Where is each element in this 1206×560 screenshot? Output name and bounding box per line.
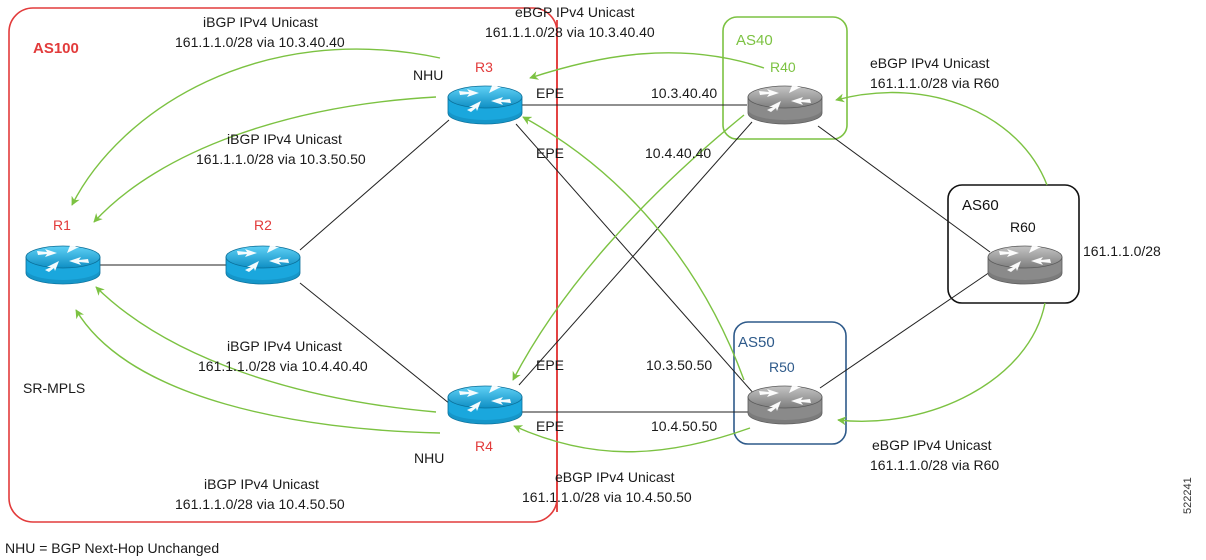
arrow-ebgp-r60-r50 bbox=[837, 302, 1046, 426]
router-r40 bbox=[747, 82, 823, 125]
router-r60-label: R60 bbox=[1010, 219, 1036, 235]
router-icon bbox=[447, 82, 523, 125]
router-r2-label: R2 bbox=[254, 217, 272, 233]
arrow-ibgp-r3-r1-outer bbox=[71, 48, 441, 206]
epe-r3-r50-label: EPE bbox=[536, 145, 564, 161]
link-r3-r50 bbox=[515, 123, 756, 396]
as40-boundary bbox=[722, 16, 848, 140]
legend-nhu: NHU = BGP Next-Hop Unchanged bbox=[5, 540, 219, 556]
svg-text:iBGP IPv4 Unicast: iBGP IPv4 Unicast bbox=[227, 131, 342, 147]
addr-r40-r4: 10.4.40.40 bbox=[645, 145, 711, 161]
router-r60 bbox=[987, 242, 1063, 285]
arrow-ibgp-r4-r1-inner bbox=[95, 286, 437, 413]
nhu-r3-label: NHU bbox=[413, 67, 443, 83]
svg-text:161.1.1.0/28 via 10.3.50.50: 161.1.1.0/28 via 10.3.50.50 bbox=[196, 151, 366, 167]
link-r2-r4 bbox=[299, 282, 456, 409]
arrow-ebgp-r40-r4 bbox=[512, 114, 745, 381]
caption-ibgp-top-inner: iBGP IPv4 Unicast 161.1.1.0/28 via 10.3.… bbox=[196, 131, 366, 167]
router-icon bbox=[447, 382, 523, 425]
svg-text:iBGP IPv4 Unicast: iBGP IPv4 Unicast bbox=[227, 338, 342, 354]
arrow-ibgp-r4-r1-outer bbox=[75, 309, 441, 434]
arrow-ebgp-r60-r40 bbox=[835, 91, 1048, 186]
arrow-ebgp-r50-r4 bbox=[513, 425, 751, 453]
caption-ibgp-bot-inner: iBGP IPv4 Unicast 161.1.1.0/28 via 10.4.… bbox=[198, 338, 368, 374]
router-r2 bbox=[225, 242, 301, 285]
caption-ebgp-r50-r4: eBGP IPv4 Unicast 161.1.1.0/28 via 10.4.… bbox=[522, 469, 692, 505]
svg-text:iBGP IPv4 Unicast: iBGP IPv4 Unicast bbox=[203, 14, 318, 30]
as60-boundary bbox=[947, 184, 1080, 304]
epe-r3-r40-label: EPE bbox=[536, 85, 564, 101]
router-r50-label: R50 bbox=[769, 359, 795, 375]
svg-text:161.1.1.0/28 via R60: 161.1.1.0/28 via R60 bbox=[870, 457, 999, 473]
arrow-ebgp-r50-r3 bbox=[522, 116, 745, 381]
svg-text:161.1.1.0/28 via 10.3.40.40: 161.1.1.0/28 via 10.3.40.40 bbox=[175, 34, 345, 50]
svg-text:161.1.1.0/28 via 10.4.50.50: 161.1.1.0/28 via 10.4.50.50 bbox=[175, 496, 345, 512]
epe-r4-r50-label: EPE bbox=[536, 418, 564, 434]
link-r4-r40 bbox=[518, 121, 753, 386]
router-icon bbox=[987, 242, 1063, 285]
router-r50 bbox=[747, 382, 823, 425]
sr-mpls-label: SR-MPLS bbox=[23, 380, 85, 396]
router-r4-label: R4 bbox=[475, 438, 493, 454]
r60-prefix-label: 161.1.1.0/28 bbox=[1083, 243, 1161, 259]
router-icon bbox=[747, 382, 823, 425]
as50-boundary bbox=[733, 321, 847, 445]
router-r1-label: R1 bbox=[53, 217, 71, 233]
as40-label: AS40 bbox=[736, 32, 773, 49]
svg-text:eBGP IPv4 Unicast: eBGP IPv4 Unicast bbox=[870, 55, 990, 71]
svg-text:eBGP IPv4 Unicast: eBGP IPv4 Unicast bbox=[872, 437, 992, 453]
router-r3-label: R3 bbox=[475, 59, 493, 75]
router-r40-label: R40 bbox=[770, 59, 796, 75]
svg-text:iBGP IPv4 Unicast: iBGP IPv4 Unicast bbox=[204, 476, 319, 492]
epe-r4-r40-label: EPE bbox=[536, 357, 564, 373]
addr-r40-r3: 10.3.40.40 bbox=[651, 85, 717, 101]
svg-text:161.1.1.0/28 via 10.3.40.40: 161.1.1.0/28 via 10.3.40.40 bbox=[485, 24, 655, 40]
router-icon bbox=[225, 242, 301, 285]
link-r2-r3 bbox=[299, 119, 450, 251]
link-r50-r60 bbox=[819, 271, 991, 389]
caption-ebgp-r40-r3: eBGP IPv4 Unicast 161.1.1.0/28 via 10.3.… bbox=[485, 4, 655, 40]
svg-text:eBGP IPv4 Unicast: eBGP IPv4 Unicast bbox=[555, 469, 675, 485]
link-r40-r60 bbox=[817, 125, 991, 253]
caption-ibgp-bot-outer: iBGP IPv4 Unicast 161.1.1.0/28 via 10.4.… bbox=[175, 476, 345, 512]
figure-id: 522241 bbox=[1182, 477, 1194, 514]
links bbox=[100, 104, 991, 413]
arrow-ibgp-r3-r1-inner bbox=[93, 96, 437, 223]
caption-ebgp-r60-r50: eBGP IPv4 Unicast 161.1.1.0/28 via R60 bbox=[870, 437, 999, 473]
nhu-r4-label: NHU bbox=[414, 450, 444, 466]
router-icon bbox=[25, 242, 101, 285]
arrow-ebgp-r40-r3 bbox=[529, 52, 765, 80]
svg-text:161.1.1.0/28 via R60: 161.1.1.0/28 via R60 bbox=[870, 75, 999, 91]
svg-text:eBGP IPv4 Unicast: eBGP IPv4 Unicast bbox=[515, 4, 635, 20]
as60-label: AS60 bbox=[962, 197, 999, 214]
addr-r50-r3: 10.3.50.50 bbox=[646, 357, 712, 373]
advertisement-arrows bbox=[71, 48, 1048, 453]
caption-ibgp-top-outer: iBGP IPv4 Unicast 161.1.1.0/28 via 10.3.… bbox=[175, 14, 345, 50]
as50-label: AS50 bbox=[738, 334, 775, 351]
router-icon bbox=[747, 82, 823, 125]
caption-ebgp-r60-r40: eBGP IPv4 Unicast 161.1.1.0/28 via R60 bbox=[870, 55, 999, 91]
as100-label: AS100 bbox=[33, 40, 79, 57]
addr-r50-r4: 10.4.50.50 bbox=[651, 418, 717, 434]
router-r4 bbox=[447, 382, 523, 425]
router-r3 bbox=[447, 82, 523, 125]
router-r1 bbox=[25, 242, 101, 285]
svg-text:161.1.1.0/28 via 10.4.40.40: 161.1.1.0/28 via 10.4.40.40 bbox=[198, 358, 368, 374]
svg-text:161.1.1.0/28 via 10.4.50.50: 161.1.1.0/28 via 10.4.50.50 bbox=[522, 489, 692, 505]
